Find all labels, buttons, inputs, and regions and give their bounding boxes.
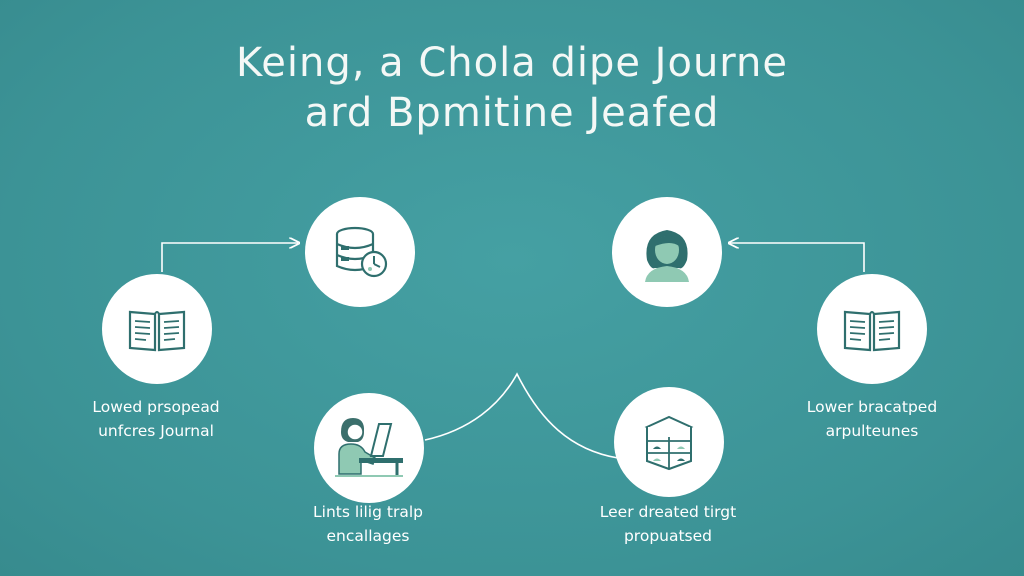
label-line: unfcres Journal — [98, 422, 214, 440]
node-label-person-computer: Lints lilig tralp encallages — [258, 500, 478, 548]
label-line: arpulteunes — [825, 422, 919, 440]
woman-avatar-icon — [645, 230, 689, 282]
title-line-2: ard Bpmitine Jeafed — [304, 90, 720, 136]
arrow-book-to-database — [161, 243, 298, 272]
node-woman-avatar — [612, 197, 722, 307]
open-book-icon — [843, 310, 901, 352]
label-line: Leer dreated tirgt — [599, 503, 737, 521]
node-label-storage-box: Leer dreated tirgt propuatsed — [558, 500, 778, 548]
label-line: Lints lilig tralp — [313, 503, 423, 521]
label-line: propuatsed — [623, 527, 713, 545]
label-line: encallages — [326, 527, 410, 545]
label-line: Lower bracatped — [806, 398, 938, 416]
database-clock-icon — [335, 226, 388, 278]
node-storage-box — [614, 387, 724, 497]
diagram-title: Keing, a Chola dipe Journe ard Bpmitine … — [0, 38, 1024, 138]
label-line: Lowed prsopead — [92, 398, 220, 416]
node-open-book-right — [817, 274, 927, 384]
node-database-clock — [305, 197, 415, 307]
node-label-right-book: Lower bracatped arpulteunes — [762, 395, 982, 443]
node-label-left-book: Lowed prsopead unfcres Journal — [46, 395, 266, 443]
storage-box-icon — [644, 415, 694, 471]
curve-connector — [424, 372, 619, 459]
person-at-computer-icon — [335, 418, 403, 477]
open-book-icon — [128, 310, 186, 352]
arrow-book-to-avatar — [730, 243, 865, 272]
title-line-1: Keing, a Chola dipe Journe — [236, 40, 788, 86]
node-person-at-computer — [314, 393, 424, 503]
node-open-book-left — [102, 274, 212, 384]
